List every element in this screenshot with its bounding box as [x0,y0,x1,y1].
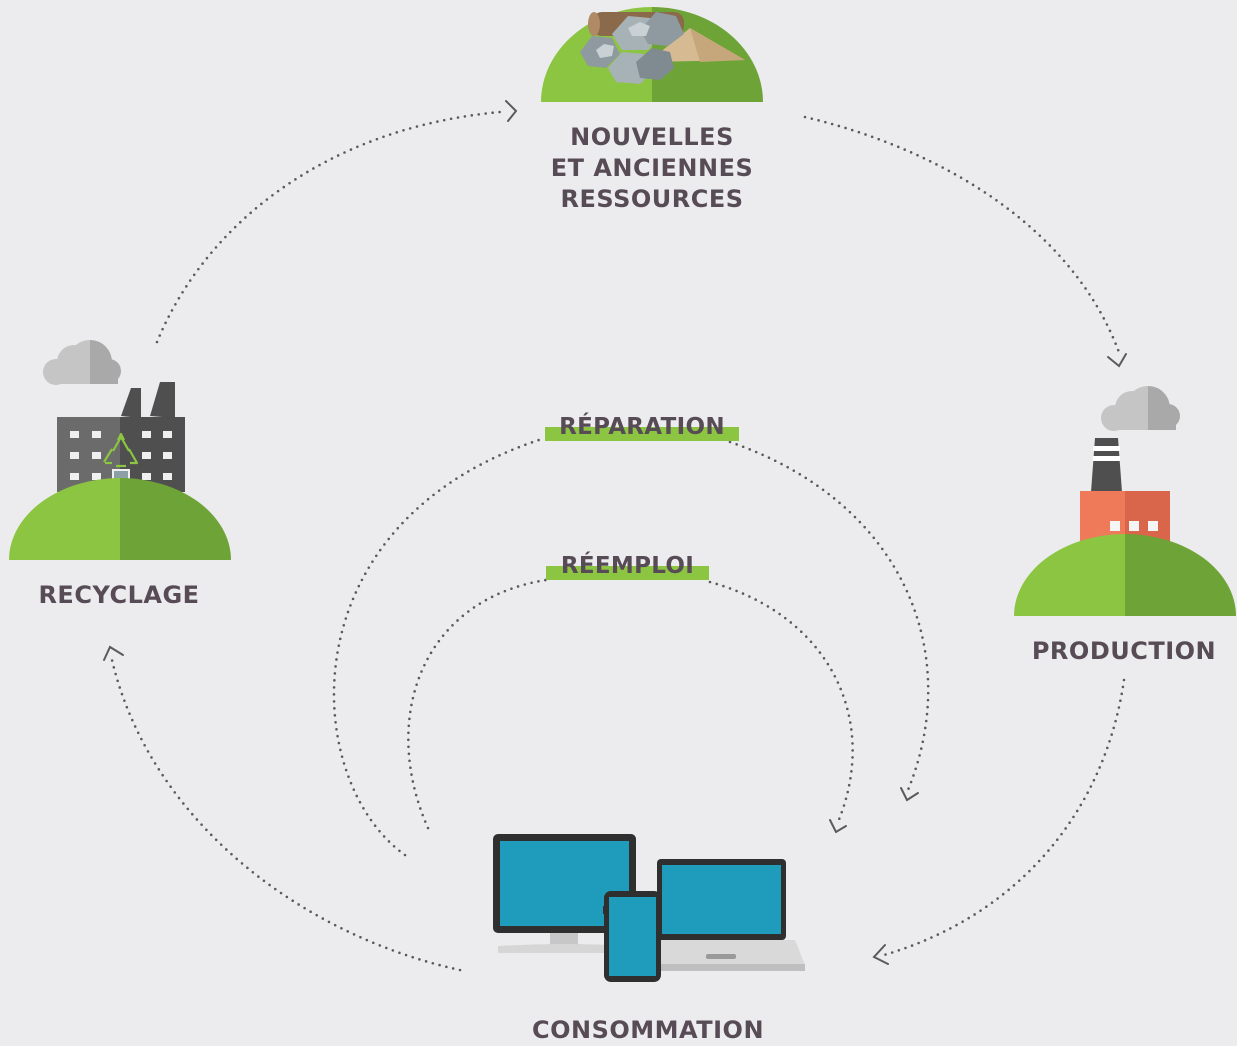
reuse-loop-right [708,580,854,824]
reuse-highlight [546,566,709,580]
repair-highlight [545,427,739,441]
resources-label-line-3: RESSOURCES [560,185,744,213]
devices-icon [493,834,805,982]
reuse-loop-left [407,578,548,830]
smoke-cloud-icon [1101,386,1180,431]
reuse-label: RÉEMPLOI [560,553,695,579]
repair-label: RÉPARATION [559,414,725,440]
arrow-consumption-to-recycling [110,658,462,972]
consumption-label: CONSOMMATION [531,1016,765,1044]
cycle-arrows [103,100,1127,972]
arrowhead-recycling [103,645,124,661]
arrow-production-to-consumption [882,678,1126,957]
resources-hill-icon [541,7,763,102]
arrowhead-resources [505,100,518,122]
recycling-plant-icon [9,340,231,560]
resources-label: NOUVELLES ET ANCIENNES RESSOURCES [492,122,812,215]
resources-label-line-1: NOUVELLES [570,123,734,151]
recycle-symbol-icon [103,432,139,468]
recycling-label: RECYCLAGE [38,581,200,609]
production-label: PRODUCTION [1031,637,1217,665]
arrow-recycling-to-resources [155,110,502,344]
repair-loop-right [728,440,930,792]
smoke-cloud-icon [43,340,121,385]
arrowhead-production [1107,353,1127,368]
arrowhead-repair [900,787,919,802]
arrow-resources-to-production [803,115,1122,357]
arrowhead-reuse [829,819,847,834]
resources-label-line-2: ET ANCIENNES [550,154,754,182]
repair-loop-left [332,436,547,857]
factory-icon [1014,386,1236,616]
arrowhead-consumption [872,944,889,965]
